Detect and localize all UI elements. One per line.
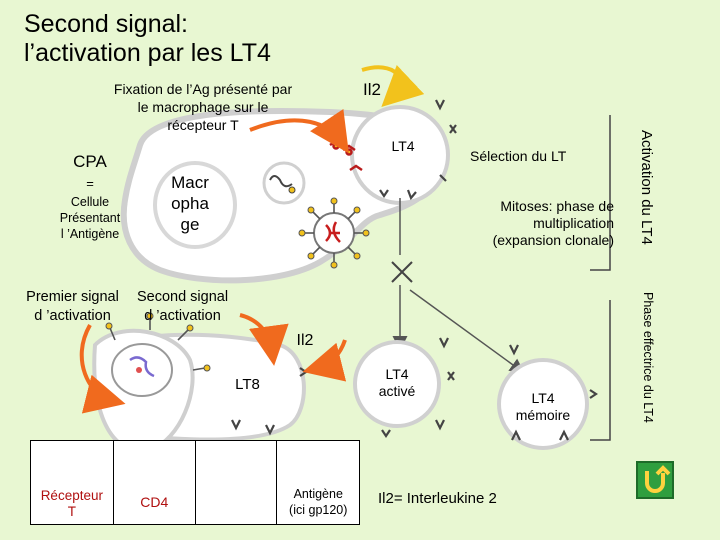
legend-recepteur: Récepteur T: [30, 440, 114, 525]
il2-definition: Il2= Interleukine 2: [378, 490, 497, 507]
lt4-memory-cell: [497, 358, 589, 450]
legend-table: Récepteur T CD4 Antigène (ici gp120): [30, 440, 360, 525]
viral-material-icon: [129, 356, 155, 378]
phase-effectrice-label: Phase effectrice du LT4: [641, 292, 655, 423]
fixation-arrow: [249, 108, 349, 154]
lt4-memory-line-1: LT4: [531, 390, 555, 406]
second-signal-line-2: d ’activation: [144, 308, 221, 324]
lt4-cell: [350, 105, 450, 205]
second-signal-label: Second signal d ’activation: [130, 288, 235, 326]
viral-dot-icon: [136, 367, 142, 373]
premier-signal-arrow: [79, 324, 126, 414]
il2-top-label: Il2: [363, 80, 381, 99]
lt4-active-line-1: LT4: [385, 366, 409, 382]
lt4-active-line-2: activé: [378, 383, 416, 399]
macrophage-nucleus: [153, 161, 237, 249]
macrophage-line-1: Macr: [171, 173, 209, 192]
second-signal-line-1: Second signal: [136, 289, 229, 305]
cpa-def-line-1: Cellule: [70, 195, 110, 209]
title-line-2: l’activation par les LT4: [24, 39, 271, 67]
selection-label-bold: Sélection: [470, 148, 528, 164]
second-signal-arrow: [239, 313, 289, 366]
cpa-definition: Cellule Présentant l ’Antigène: [40, 194, 140, 242]
legend-antigene-line-1: Antigène: [293, 487, 343, 501]
back-nav-button[interactable]: [636, 461, 674, 499]
title-line-1: Second signal:: [24, 10, 189, 38]
legend-empty: [194, 440, 278, 525]
legend-cd4-label: CD4: [140, 494, 169, 510]
lt4-memory-label: LT4 mémoire: [500, 390, 586, 424]
lt8-label: LT8: [235, 376, 260, 393]
cpa-def-line-2: Présentant: [59, 211, 121, 225]
mitoses-line-1: Mitoses: phase de: [500, 198, 614, 214]
lt4-label: LT4: [391, 138, 415, 154]
mitoses-line-2: multiplication: [533, 215, 614, 231]
cpa-eq-label: =: [86, 176, 94, 191]
antigen-dot-icon: [288, 186, 296, 194]
mitoses-label: Mitoses: phase de multiplication (expans…: [462, 198, 614, 249]
premier-signal-line-1: Premier signal: [26, 289, 119, 305]
u-turn-arrow-icon: [645, 465, 671, 493]
presenting-vesicle: [262, 161, 306, 205]
activation-bracket: [590, 115, 611, 271]
virus-icon: [298, 197, 370, 269]
mitoses-line-3: (expansion clonale): [492, 232, 614, 248]
lt4-active-cell: [353, 340, 441, 428]
premier-signal-line-2: d ’activation: [34, 308, 111, 324]
legend-antigene-line-2: (ici gp120): [289, 503, 348, 517]
il2-mid-arrow: [302, 339, 347, 382]
phase-bracket: [590, 300, 611, 441]
selection-label-rest: du LT: [527, 148, 567, 164]
il2-top-arrow: [361, 64, 425, 107]
macrophage-line-3: ge: [180, 215, 200, 234]
premier-signal-label: Premier signal d ’activation: [20, 288, 125, 326]
lt4-receptors-icon: [379, 99, 457, 201]
page-title: Second signal: l’activation par les LT4: [24, 10, 271, 68]
cpa-label: CPA: [73, 152, 107, 171]
lt4-active-label: LT4 activé: [365, 366, 429, 400]
selection-label: Sélection du LT: [470, 148, 610, 164]
legend-cd4: CD4: [112, 440, 196, 525]
mitosis-x-icon: [391, 261, 413, 283]
memory-arrow: [409, 289, 525, 374]
lt4-memory-line-2: mémoire: [515, 407, 571, 423]
macrophage-line-2: opha: [171, 194, 209, 213]
fixation-label: Fixation de l’Ag présenté par le macroph…: [113, 81, 293, 133]
macrophage-label: Macr opha ge: [160, 172, 220, 235]
il2-mid-label: Il2: [296, 332, 314, 349]
infected-cell-spikes-icon: [109, 318, 206, 371]
legend-recepteur-line-1: Récepteur: [40, 488, 103, 503]
legend-antigene: Antigène (ici gp120): [276, 440, 360, 525]
legend-recepteur-line-2: T: [67, 504, 76, 519]
activation-lt4-label: Activation du LT4: [638, 130, 655, 245]
antigen-icon: [269, 175, 293, 188]
cpa-def-line-3: l ’Antigène: [60, 227, 120, 241]
